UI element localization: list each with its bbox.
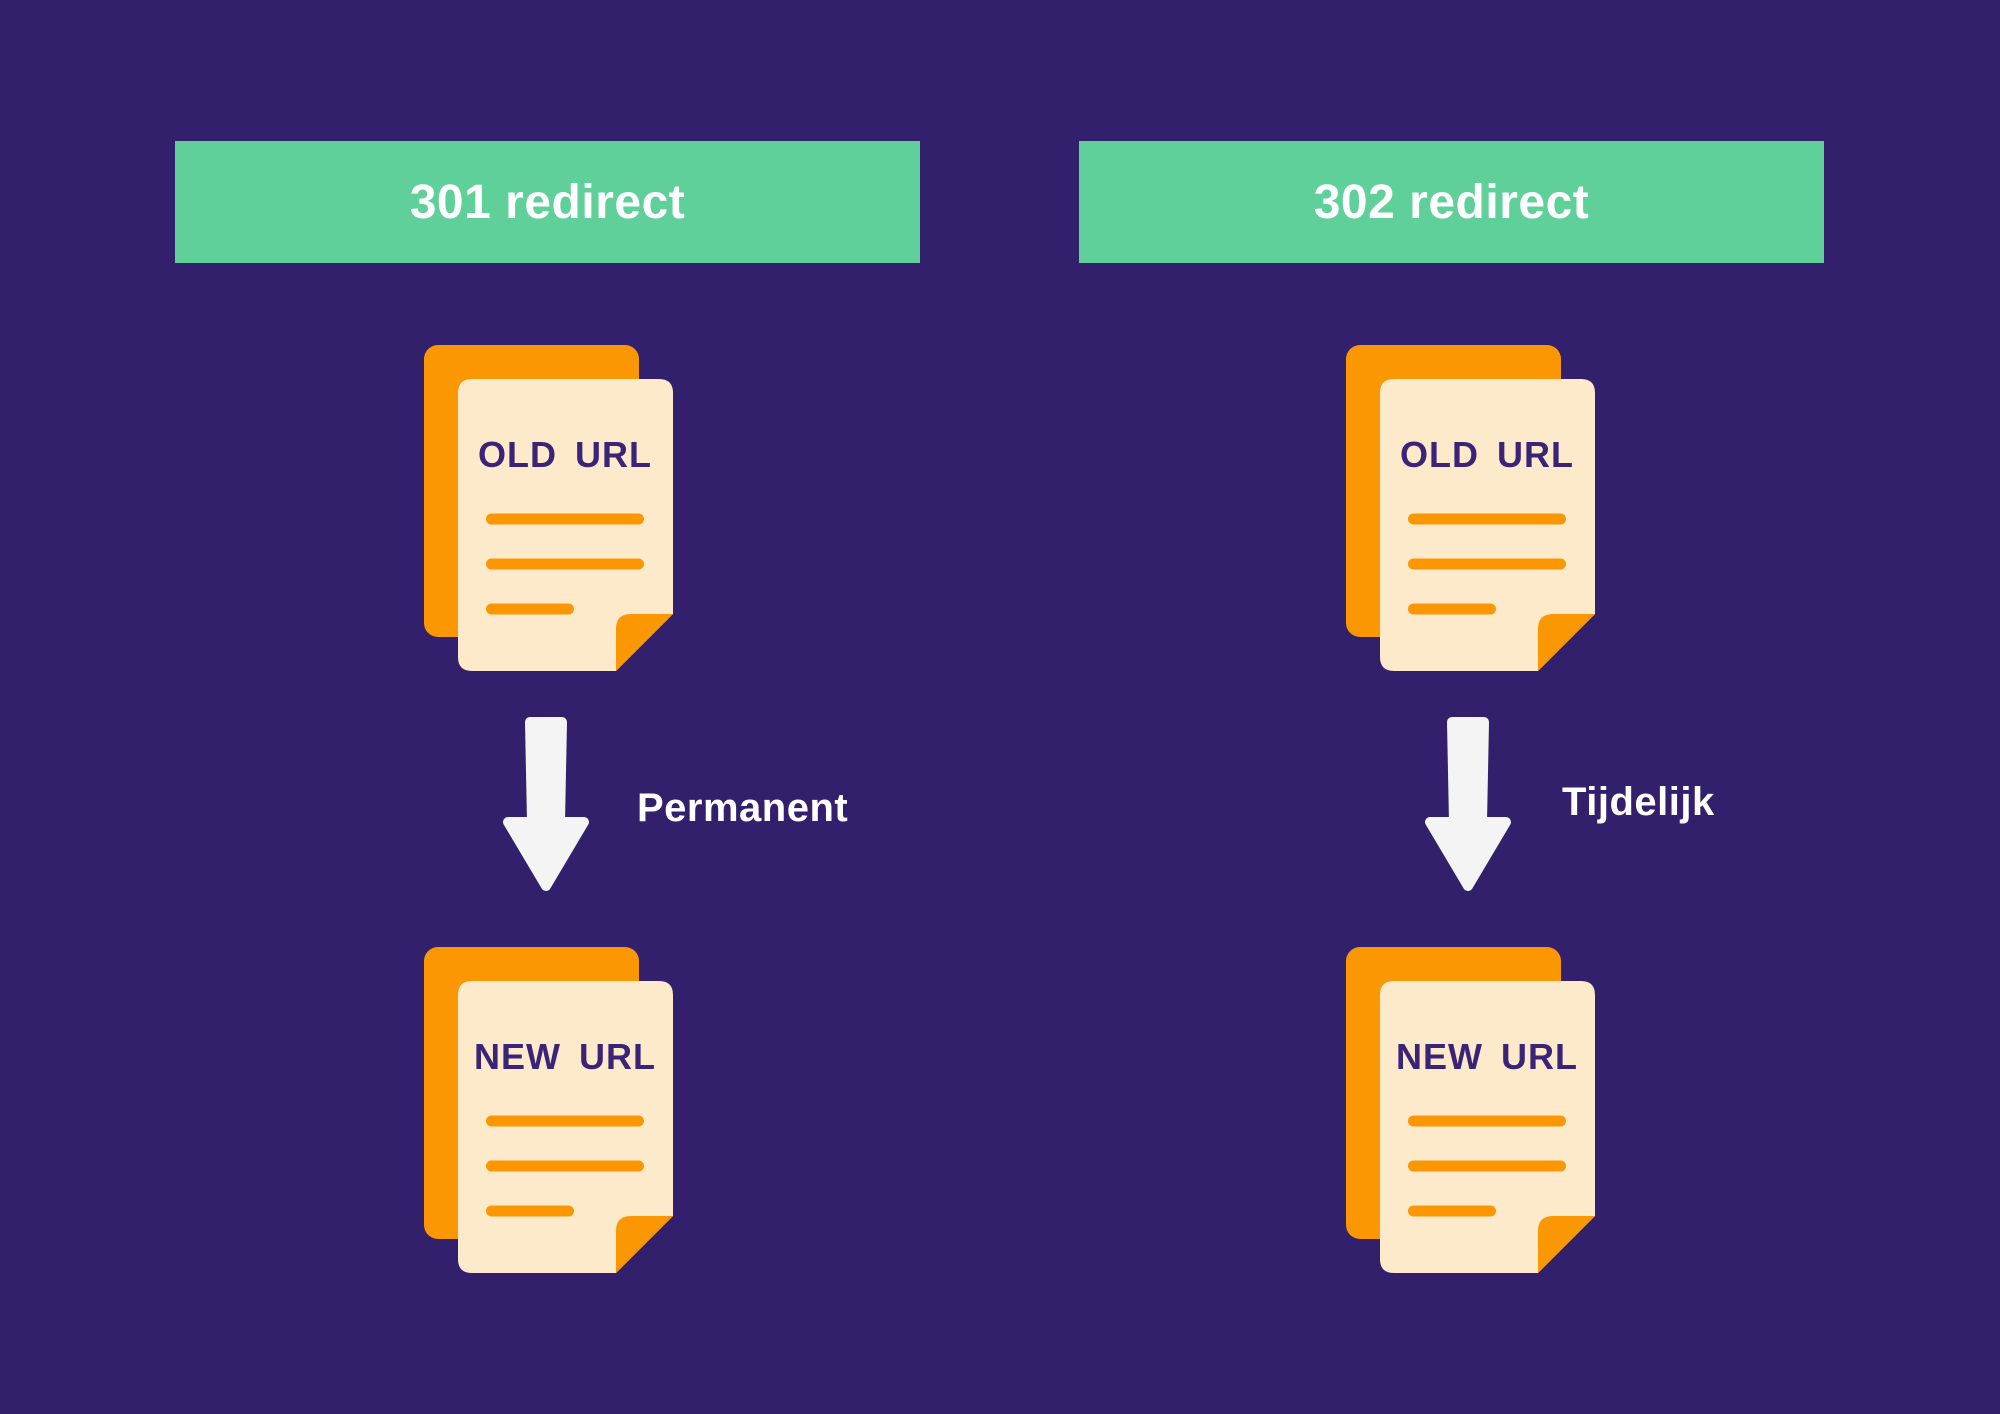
text-line — [1408, 603, 1496, 615]
text-line — [486, 1205, 574, 1217]
text-line — [1408, 1115, 1566, 1127]
document-label: NEW URL — [474, 1036, 656, 1077]
document-icon: OLD URL — [424, 345, 673, 671]
tijdelijk-label: Tijdelijk — [1562, 780, 1715, 824]
text-line — [1408, 1205, 1496, 1217]
new-url-document-icon: NEW URL — [424, 947, 674, 1274]
down-arrow-shape — [1425, 717, 1511, 891]
document-folded-corner — [616, 1216, 673, 1273]
document-front-page — [458, 981, 673, 1273]
new-url-document-icon: NEW URL — [1346, 947, 1596, 1274]
text-line — [486, 513, 644, 525]
banner-302-redirect: 302 redirect — [1079, 141, 1824, 263]
down-arrow-icon — [1408, 716, 1528, 896]
banner-301-redirect: 301 redirect — [175, 141, 920, 263]
old-url-document-icon: OLD URL — [1346, 345, 1596, 672]
old-url-document-icon: OLD URL — [424, 345, 674, 672]
document-label: NEW URL — [1396, 1036, 1578, 1077]
text-line — [486, 558, 644, 570]
text-line — [1408, 1160, 1566, 1172]
banner-301-label: 301 redirect — [409, 175, 686, 229]
document-front-page — [458, 379, 673, 671]
banner-302-label: 302 redirect — [1313, 175, 1590, 229]
document-label: OLD URL — [1400, 434, 1574, 475]
permanent-label: Permanent — [637, 786, 849, 830]
down-arrow-icon — [486, 716, 606, 896]
document-front-page — [1380, 981, 1595, 1273]
document-folded-corner — [1538, 1216, 1595, 1273]
document-icon: OLD URL — [1346, 345, 1595, 671]
text-line — [486, 1160, 644, 1172]
document-icon: NEW URL — [424, 947, 673, 1273]
text-line — [486, 603, 574, 615]
document-icon: NEW URL — [1346, 947, 1595, 1273]
document-label: OLD URL — [478, 434, 652, 475]
text-line — [1408, 513, 1566, 525]
document-folded-corner — [1538, 614, 1595, 671]
document-folded-corner — [616, 614, 673, 671]
down-arrow-shape — [503, 717, 589, 891]
text-line — [486, 1115, 644, 1127]
text-line — [1408, 558, 1566, 570]
document-front-page — [1380, 379, 1595, 671]
